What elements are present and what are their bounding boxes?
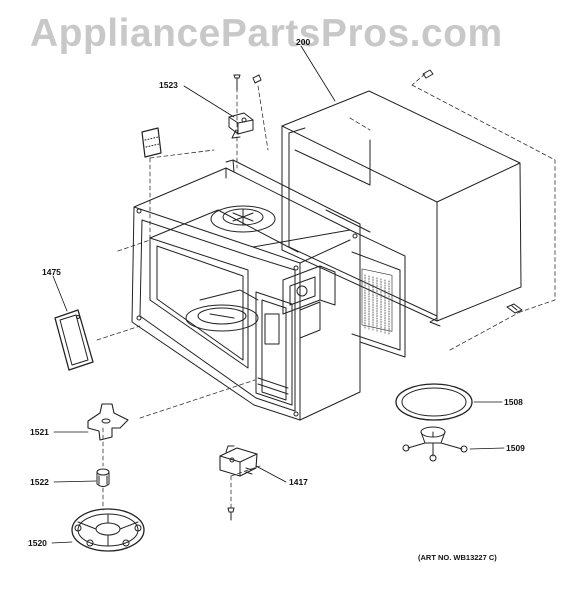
case-screw-top	[422, 69, 434, 79]
part-label-1509: 1509	[506, 443, 525, 453]
part-label-1417: 1417	[289, 477, 308, 487]
turntable-motor	[219, 445, 258, 477]
part-label-200: 200	[296, 37, 311, 47]
rear-screw	[252, 74, 262, 84]
glass-tray	[395, 383, 473, 421]
turntable-motor-top	[228, 112, 254, 139]
roller-ring	[71, 508, 145, 552]
chassis-screws	[136, 208, 358, 417]
stirrer-disc	[210, 205, 276, 233]
top-screw	[233, 74, 241, 91]
part-label-1520: 1520	[28, 538, 47, 548]
waveguide-cover	[54, 309, 94, 371]
case-screw-bottom	[506, 303, 523, 314]
tray-support	[402, 426, 468, 462]
watermark: AppliancePartsPros.com	[30, 12, 503, 55]
coupler-star	[87, 403, 129, 441]
thermal-pad	[141, 127, 162, 158]
part-label-1523: 1523	[159, 80, 178, 90]
shaft-coupler	[96, 468, 110, 487]
outer-case	[281, 90, 522, 327]
magnetron-bracket	[282, 265, 336, 339]
part-label-1522: 1522	[30, 477, 49, 487]
bottom-screw	[227, 507, 235, 521]
leader-lines	[51, 45, 505, 544]
part-label-1475: 1475	[42, 267, 61, 277]
part-label-1508: 1508	[504, 397, 523, 407]
cavity-floor-disc	[185, 304, 259, 332]
cavity-chassis	[131, 159, 406, 421]
part-label-1521: 1521	[30, 427, 49, 437]
assembly-guide-lines	[96, 73, 556, 511]
vent-grille-dots	[364, 274, 390, 335]
art-number: (ART NO. WB13227 C)	[418, 553, 497, 562]
